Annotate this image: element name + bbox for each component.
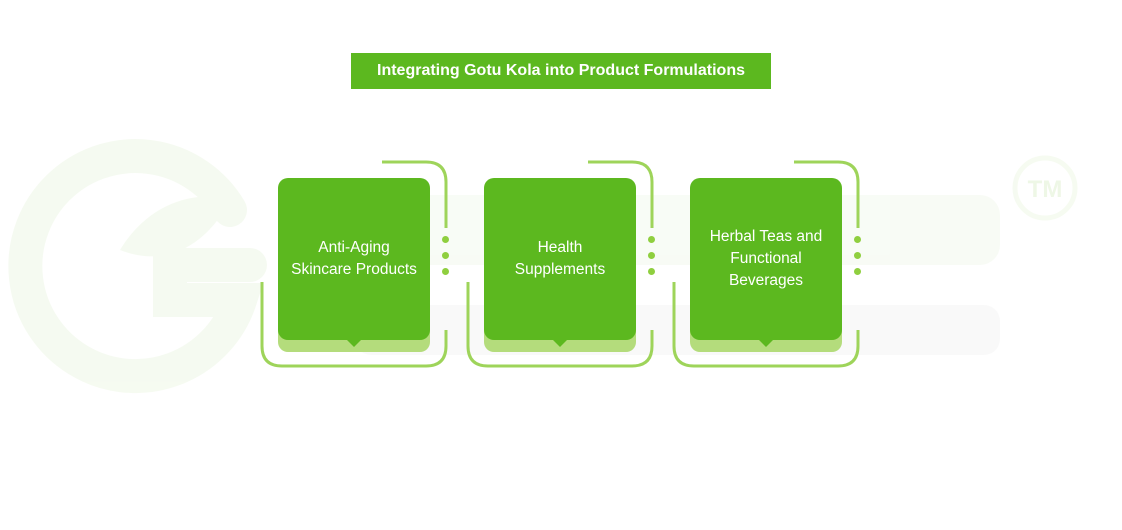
card-anti-aging: Anti-Aging Skincare Products (260, 160, 462, 370)
card-pointer (758, 339, 774, 347)
connector-dot (442, 236, 449, 243)
connector-dot (854, 268, 861, 275)
card-label: Health Supplements (514, 239, 606, 278)
card-body: Health Supplements (484, 178, 636, 340)
card-pointer (552, 339, 568, 347)
logo-leaf-icon (120, 196, 230, 257)
card-herbal-teas: Herbal Teas and Functional Beverages (672, 160, 874, 370)
card-label: Anti-Aging Skincare Products (291, 239, 417, 278)
card-frame (466, 160, 654, 368)
connector-dot (442, 252, 449, 259)
card-frame (260, 160, 448, 368)
connector-dot (648, 236, 655, 243)
trademark-text: TM (1028, 176, 1063, 203)
connector-dot (854, 252, 861, 259)
card-health-supplements: Health Supplements (466, 160, 668, 370)
card-frame (672, 160, 860, 368)
card-pointer (346, 339, 362, 347)
connector-dot (648, 268, 655, 275)
card-body: Anti-Aging Skincare Products (278, 178, 430, 340)
diagram-title: Integrating Gotu Kola into Product Formu… (351, 53, 771, 89)
connector-dot (442, 268, 449, 275)
card-label: Herbal Teas and Functional Beverages (709, 228, 823, 289)
card-body: Herbal Teas and Functional Beverages (690, 178, 842, 340)
connector-dot (648, 252, 655, 259)
logo-g-mark (8, 139, 267, 394)
trademark-circle (1012, 155, 1078, 221)
connector-dot (854, 236, 861, 243)
